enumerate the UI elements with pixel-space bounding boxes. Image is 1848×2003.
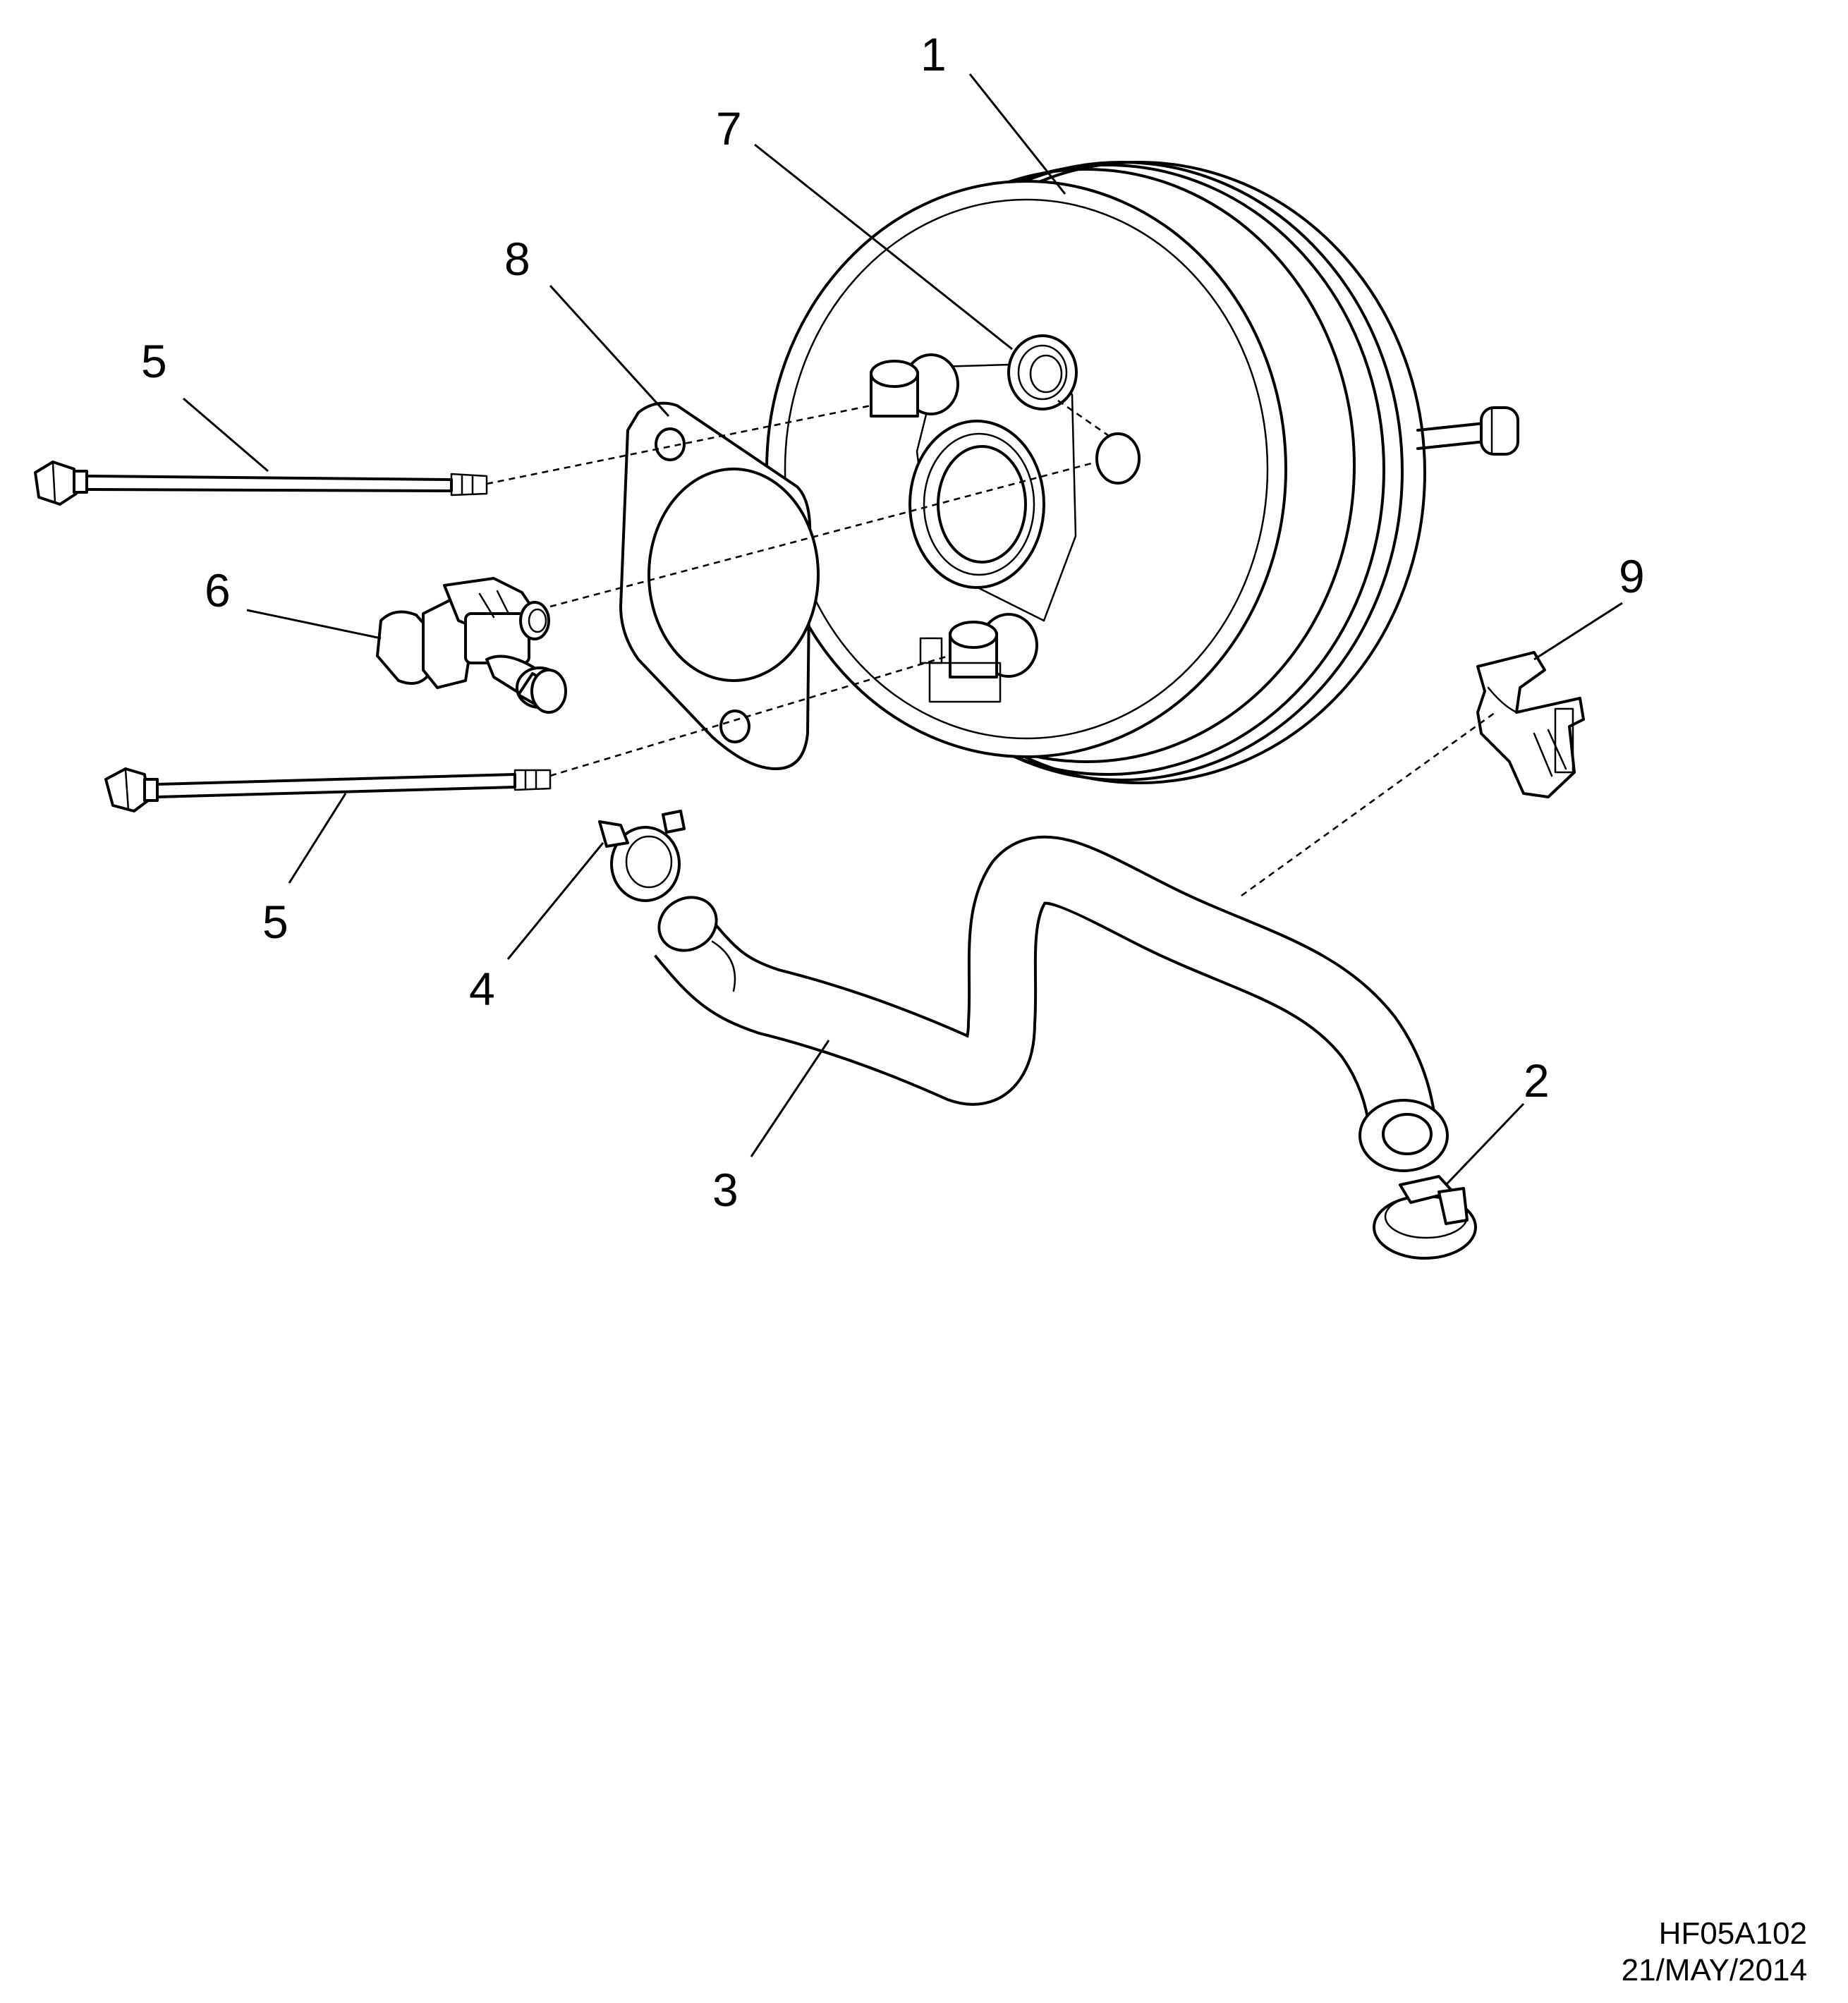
callout-labels: 1 7 8 5 6 9 5 4 2 3 xyxy=(141,28,1645,1216)
callout-5-lower: 5 xyxy=(262,896,288,948)
bolt-upper xyxy=(34,461,488,506)
brake-booster xyxy=(765,161,1519,784)
leader-lines xyxy=(183,73,1623,1186)
callout-7: 7 xyxy=(716,102,742,154)
callout-3: 3 xyxy=(712,1164,738,1216)
callout-6: 6 xyxy=(205,564,231,616)
alignment-lines xyxy=(486,399,1496,897)
callout-8: 8 xyxy=(504,233,530,285)
callout-1: 1 xyxy=(920,28,947,80)
callout-9: 9 xyxy=(1619,550,1645,602)
drawing-date: 21/MAY/2014 xyxy=(1621,1953,1807,1987)
callout-4: 4 xyxy=(469,963,495,1015)
gasket xyxy=(619,401,820,770)
hose-clip xyxy=(1476,651,1585,798)
callout-5-upper: 5 xyxy=(141,335,167,387)
vacuum-hose xyxy=(654,835,1449,1172)
hose-clamp-small xyxy=(598,810,686,902)
callout-2: 2 xyxy=(1524,1054,1550,1107)
vacuum-sensor-valve xyxy=(376,577,567,714)
hose-clamp-large xyxy=(1373,1175,1477,1260)
drawing-code: HF05A102 xyxy=(1658,1916,1807,1951)
bolt-lower xyxy=(104,767,552,812)
